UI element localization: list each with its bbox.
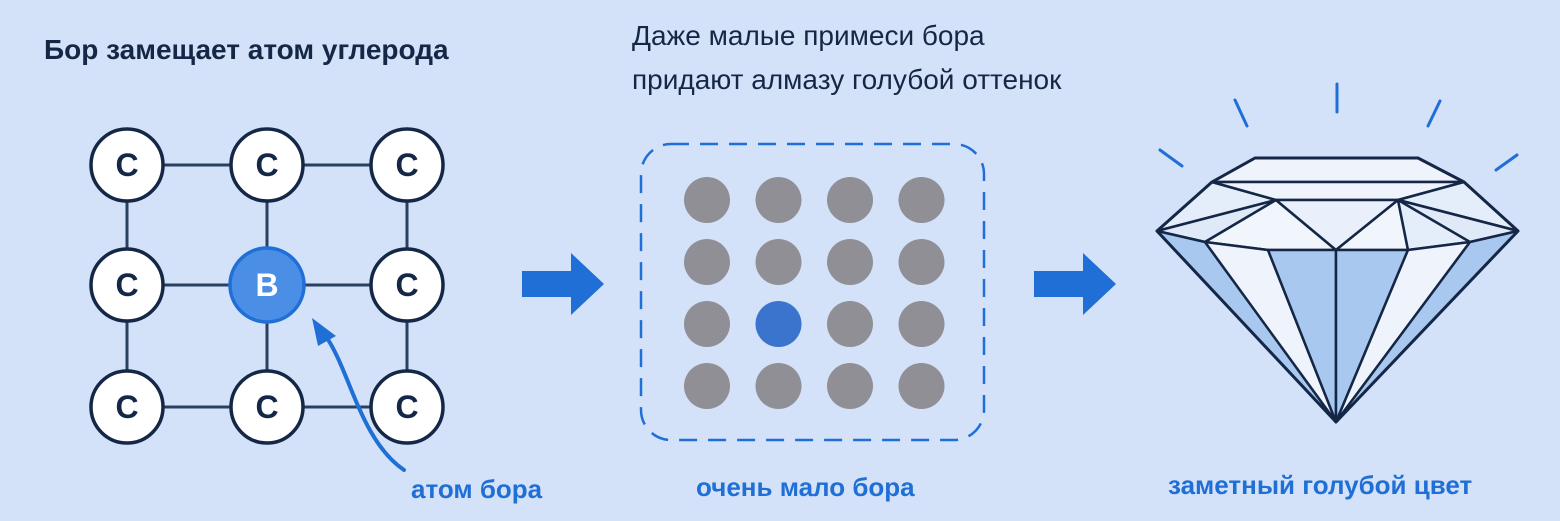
lattice-panel: C C C C B C C — [89, 127, 445, 472]
svg-text:C: C — [395, 147, 418, 183]
dashed-frame — [639, 142, 986, 442]
carbon-atom: C — [369, 127, 445, 203]
svg-text:C: C — [115, 389, 138, 425]
carbon-atom: C — [369, 369, 445, 445]
svg-text:C: C — [395, 389, 418, 425]
svg-text:C: C — [255, 147, 278, 183]
lattice-title: Бор замещает атом углерода — [44, 34, 449, 65]
carbon-dot — [898, 239, 945, 285]
carbon-atom: C — [229, 127, 305, 203]
svg-text:C: C — [255, 389, 278, 425]
carbon-atom: C — [369, 247, 445, 323]
little-boron-caption: очень мало бора — [696, 472, 915, 502]
svg-text:C: C — [115, 267, 138, 303]
diamond-icon — [1155, 156, 1520, 424]
svg-text:C: C — [115, 147, 138, 183]
carbon-dot — [684, 239, 730, 285]
carbon-dot — [684, 363, 730, 409]
blue-color-caption: заметный голубой цвет — [1168, 470, 1473, 500]
carbon-dot — [827, 301, 873, 347]
carbon-dot — [684, 177, 730, 223]
carbon-dot — [898, 177, 945, 223]
svg-text:B: B — [255, 267, 278, 303]
sparkle-rays — [1158, 82, 1519, 172]
boron-dot — [755, 301, 802, 347]
carbon-dot — [898, 363, 945, 409]
impurity-title-line2: придают алмазу голубой оттенок — [632, 64, 1062, 95]
carbon-dot — [827, 363, 873, 409]
carbon-dot — [755, 239, 802, 285]
diamond-panel — [1155, 82, 1520, 424]
carbon-dot — [827, 177, 873, 223]
carbon-dot — [898, 301, 945, 347]
impurity-panel — [639, 142, 986, 442]
carbon-dot — [755, 177, 802, 223]
carbon-dot — [684, 301, 730, 347]
carbon-atom: C — [89, 247, 165, 323]
carbon-atom: C — [89, 127, 165, 203]
flow-arrow-2 — [1034, 253, 1116, 315]
lattice-atoms: C C C C B C C — [89, 127, 445, 445]
impurity-title-line1: Даже малые примеси бора — [632, 20, 985, 51]
boron-atom: B — [228, 246, 306, 324]
carbon-atom: C — [89, 369, 165, 445]
boron-pointer-arrow — [312, 318, 406, 472]
carbon-dot — [827, 239, 873, 285]
dot-grid — [684, 177, 945, 409]
flow-arrow-1 — [522, 253, 604, 315]
carbon-atom: C — [229, 369, 305, 445]
svg-text:C: C — [395, 267, 418, 303]
boron-atom-caption: атом бора — [411, 474, 543, 504]
carbon-dot — [755, 363, 802, 409]
